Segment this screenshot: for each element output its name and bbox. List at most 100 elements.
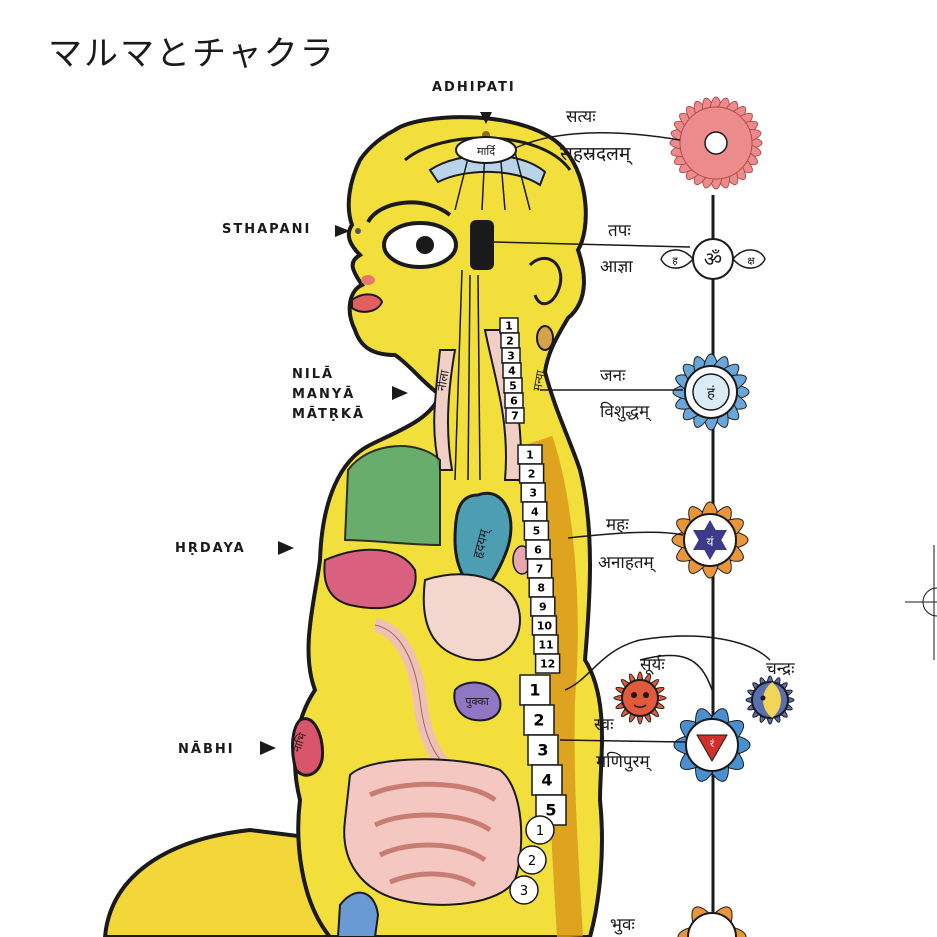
spine-back [527,435,583,937]
ajna-chakra: ॐ ह क्ष [660,238,766,280]
label-mahah: महः [606,515,629,535]
label-hrdaya: HṚDAYA [175,541,246,556]
vertebra-number: 2 [528,467,536,480]
page-title: マルマとチャクラ [48,34,336,74]
label-manya-vessel: मन्या [530,369,548,393]
label-manipuram: मणिपुरम् [596,752,650,772]
vertebra [505,407,525,424]
label-matrka: MĀTṚKĀ [292,407,366,422]
vertebra-number: 1 [505,319,513,332]
lung [343,445,441,547]
vertebra-number: 1 [529,681,540,700]
stomach [422,573,522,661]
intestine-coils [368,781,497,888]
label-ajna: आज्ञा [600,257,633,277]
vertebra-number: 11 [538,638,553,651]
vertebra-number: 7 [536,562,544,575]
vertebra-number: 5 [545,801,556,820]
label-svah: स्वः [594,715,614,735]
throat-tube [433,349,457,471]
vertebra-number: 4 [508,364,516,377]
pupil [416,236,434,254]
nila-arrow [392,386,408,400]
svg-text:रं: रं [710,738,715,750]
neck-vessels [454,269,481,481]
sun-disk [613,671,667,725]
label-bhuvah: भुवः [610,915,635,935]
ear-ornament [536,325,554,351]
vertebra-number: 4 [541,771,552,790]
vertebra-number: 8 [537,581,545,594]
vertebra-number: 12 [540,657,555,670]
label-surya: सूर्यः [640,655,665,675]
vertebra-number: 5 [533,524,541,537]
vertebra [527,734,559,766]
vertebra-number: 6 [534,543,542,556]
vertebra-number: 6 [510,394,518,407]
label-chandra: चन्द्रः [766,659,795,679]
sthapani-arrow [335,225,350,237]
manipura-chakra: रं [673,708,751,782]
hrdaya-arrow [278,541,294,555]
vertebra-number: 3 [537,741,548,760]
moon-disk [745,675,795,725]
label-tapah: तपः [608,221,631,241]
crop-mark [905,545,937,660]
brow-lingam [470,220,494,270]
sacral-segment [517,845,547,875]
intestines [343,758,523,906]
sacral-segment [525,815,555,845]
vertebra-number: 3 [507,349,515,362]
sacral-segment [509,875,539,905]
svg-text:यं: यं [707,535,715,549]
label-sahasradalam: सहस्रदलम् [560,143,631,165]
anahata-chakra: यं [671,501,749,579]
pelvic-organ [336,891,380,937]
connector-lines [493,131,771,743]
sahasrara-chakra [669,96,763,190]
nabhi-arrow [260,741,276,755]
svg-text:ह: ह [672,256,678,267]
label-nila: NILĀ [292,367,335,382]
svg-text:क्ष: क्ष [747,256,755,267]
vertebra-number: 4 [531,505,539,518]
vertebra [534,653,561,674]
vertebra-number: 3 [529,486,537,499]
vertebra-number: 9 [539,600,547,613]
navel-organ [291,717,325,777]
vertebra-number: 2 [533,711,544,730]
vertebra-number: 10 [537,619,553,632]
label-nila-vessel: नीला [434,369,452,393]
sacral-number: 2 [528,854,536,869]
vertebra-number: 5 [509,379,517,392]
vertebra-number: 1 [526,448,534,461]
sacral-number: 1 [536,824,544,839]
adhipati-arrow [480,112,492,124]
label-anahatam: अनाहतम् [598,553,654,573]
kidney [453,681,502,722]
label-janah: जनः [600,366,626,386]
kidney-text: पुक्का [465,695,489,708]
vishuddha-chakra: हं [672,353,750,431]
label-adhipati: ADHIPATI [432,80,516,95]
svg-text:ॐ: ॐ [704,247,722,271]
label-sthapani: STHAPANI [222,222,312,237]
ear [528,256,563,306]
label-nabhi: NĀBHI [178,742,235,757]
liver [323,548,417,610]
label-vishuddham: विशुद्धम् [600,402,650,422]
vertebra-number: 7 [511,409,519,422]
eyebrow [366,200,452,224]
sthapani-point [355,228,361,234]
vertebra-number: 2 [506,334,514,347]
seated-legs [102,827,348,937]
crown-lotus-text: मार्दि [477,145,496,158]
lips [351,293,384,313]
crown-lotus [455,136,517,164]
svg-text:हं: हं [707,384,716,402]
sacral-number: 3 [520,884,528,899]
nostril [361,275,375,285]
svadhisthana-chakra [677,906,747,937]
